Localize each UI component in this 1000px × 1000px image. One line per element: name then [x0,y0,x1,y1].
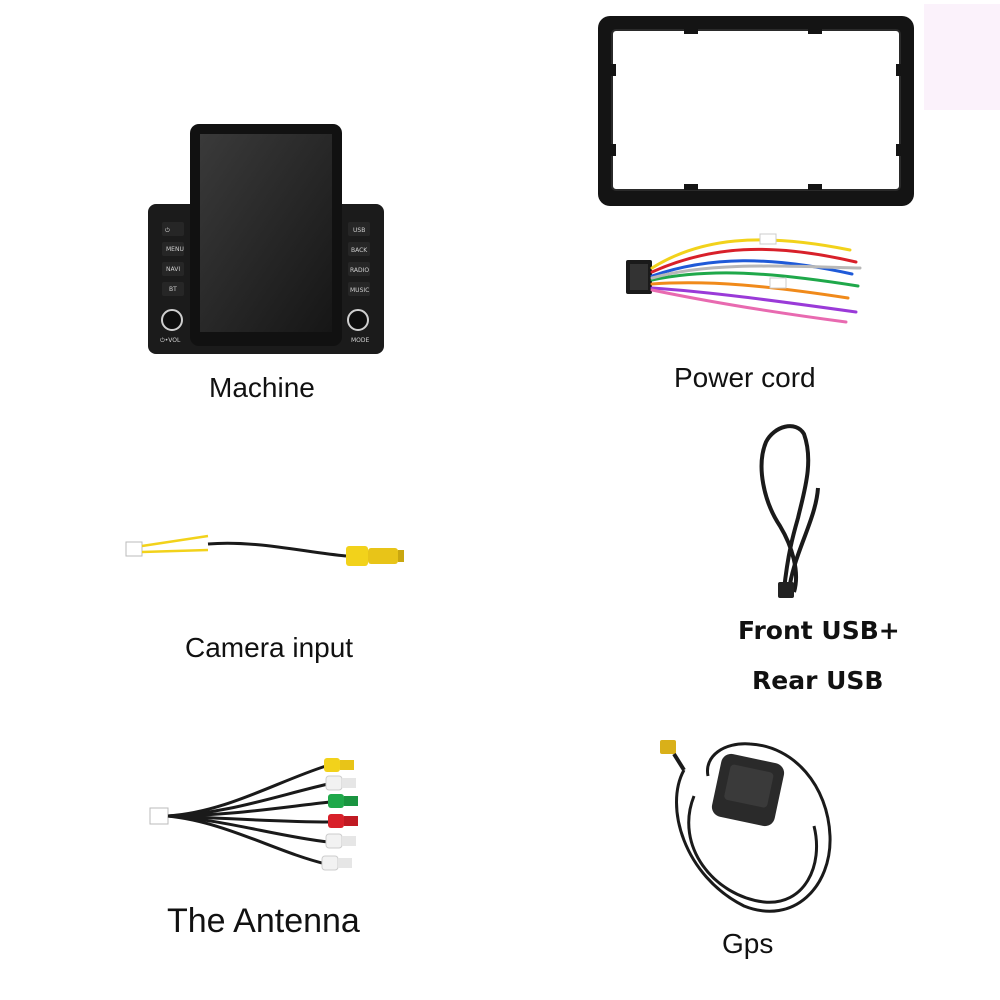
power-cord-label: Power cord [674,362,816,393]
usb-cable-image [759,424,820,598]
gps-antenna-image [660,740,832,913]
camera-input-label: Camera input [185,632,354,663]
front-usb-label: Front USB+ [738,616,900,645]
gps-label: Gps [722,928,774,959]
machine-left-button: NAVI [166,266,180,273]
machine-right-button: MUSIC [350,287,369,294]
machine-left-button: MENU [166,246,184,253]
machine-label: Machine [209,372,315,403]
machine-right-knob-label: MODE [351,337,370,344]
machine-left-button: BT [169,286,177,293]
power-cord-image [626,233,862,324]
machine-left-knob-label: ⏻•VOL [160,337,181,344]
camera-input-image [125,534,404,566]
antenna-label: The Antenna [167,902,360,940]
power-icon: ⏻ [165,227,170,234]
mounting-frame-image [598,16,914,206]
machine-right-button: USB [353,227,365,234]
machine-image: ⏻ MENU NAVI BT USB BACK RADIO MUSIC ⏻•VO… [148,124,384,354]
rear-usb-label: Rear USB [752,666,884,695]
corner-decoration [924,4,1000,110]
machine-right-button: RADIO [350,267,369,274]
machine-right-button: BACK [351,247,368,254]
antenna-harness-image [149,758,358,871]
